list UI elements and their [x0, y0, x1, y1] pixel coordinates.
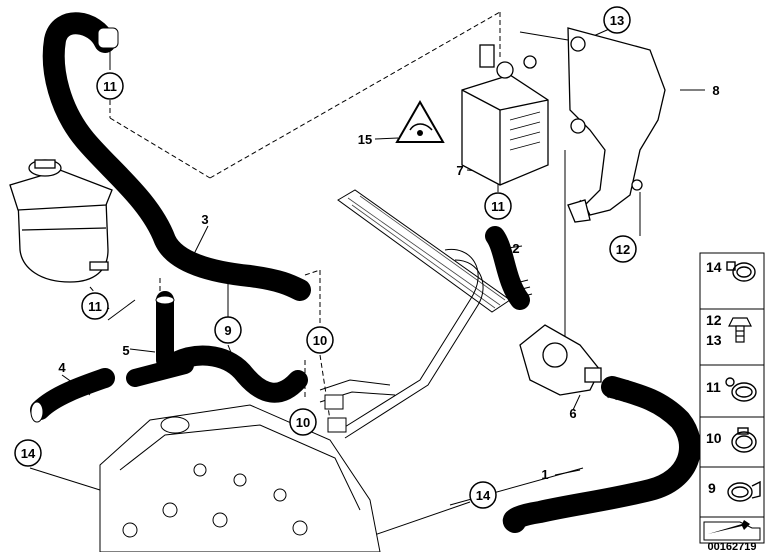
callout-9: 9: [214, 316, 242, 344]
expansion-tank: [9, 159, 113, 283]
label-7: 7: [456, 163, 463, 178]
label-8: 8: [712, 83, 719, 98]
parts-legend: 14 12 13 11 10 9: [699, 252, 765, 544]
hose-9: [165, 345, 308, 403]
hose-clamp-14-icon: [726, 261, 756, 282]
arrow-icon: [703, 520, 761, 541]
legend-num-12: 12: [706, 312, 722, 328]
callout-14-bottom: 14: [469, 481, 497, 509]
callout-13-text: 13: [610, 13, 624, 28]
callout-11-mid: 11: [484, 192, 512, 220]
valve-block-7: [461, 44, 549, 186]
label-15: 15: [358, 132, 372, 147]
legend-num-11: 11: [706, 379, 721, 395]
hose-4: [30, 368, 115, 423]
callout-10-a: 10: [306, 326, 334, 354]
label-4: 4: [58, 360, 66, 375]
callout-10-b-text: 10: [296, 415, 310, 430]
bolt-icon: [728, 317, 752, 343]
callout-11-top: 11: [96, 72, 124, 100]
callout-11-left: 11: [81, 292, 109, 320]
callout-13: 13: [603, 6, 631, 34]
callout-11-top-text: 11: [103, 79, 117, 94]
legend-num-10: 10: [706, 430, 722, 446]
callout-11-left-text: 11: [88, 299, 102, 314]
callout-12-text: 12: [616, 242, 630, 257]
label-5: 5: [122, 343, 129, 358]
document-number: 00162719: [708, 541, 757, 552]
callout-14-left: 14: [14, 439, 42, 467]
bracket-8: [567, 27, 666, 223]
callout-10-a-text: 10: [313, 333, 327, 348]
callout-12: 12: [609, 235, 637, 263]
label-2: 2: [512, 241, 519, 256]
hose-3: [42, 12, 311, 301]
label-3: 3: [201, 212, 208, 227]
warning-label-15: [395, 99, 445, 143]
hose-clamp-11-icon: [725, 377, 757, 402]
water-pump-6: [519, 324, 602, 396]
callout-14-bottom-text: 14: [476, 488, 491, 503]
label-6: 6: [569, 406, 576, 421]
hose-clamp-9-icon: [727, 480, 761, 502]
callout-9-text: 9: [224, 323, 231, 338]
legend-num-13: 13: [706, 332, 722, 348]
callout-11-mid-text: 11: [491, 199, 505, 214]
engine-cylinder-head: [99, 404, 381, 552]
callout-14-left-text: 14: [21, 446, 36, 461]
hose-clamp-10-icon: [731, 427, 757, 453]
legend-num-9: 9: [708, 480, 716, 496]
t-piece-5: [126, 291, 194, 387]
hose-1: [502, 375, 701, 533]
legend-num-14: 14: [706, 259, 722, 275]
heater-core: [319, 189, 511, 439]
callout-10-b: 10: [289, 408, 317, 436]
hose-2: [485, 226, 533, 310]
label-1: 1: [541, 467, 548, 482]
